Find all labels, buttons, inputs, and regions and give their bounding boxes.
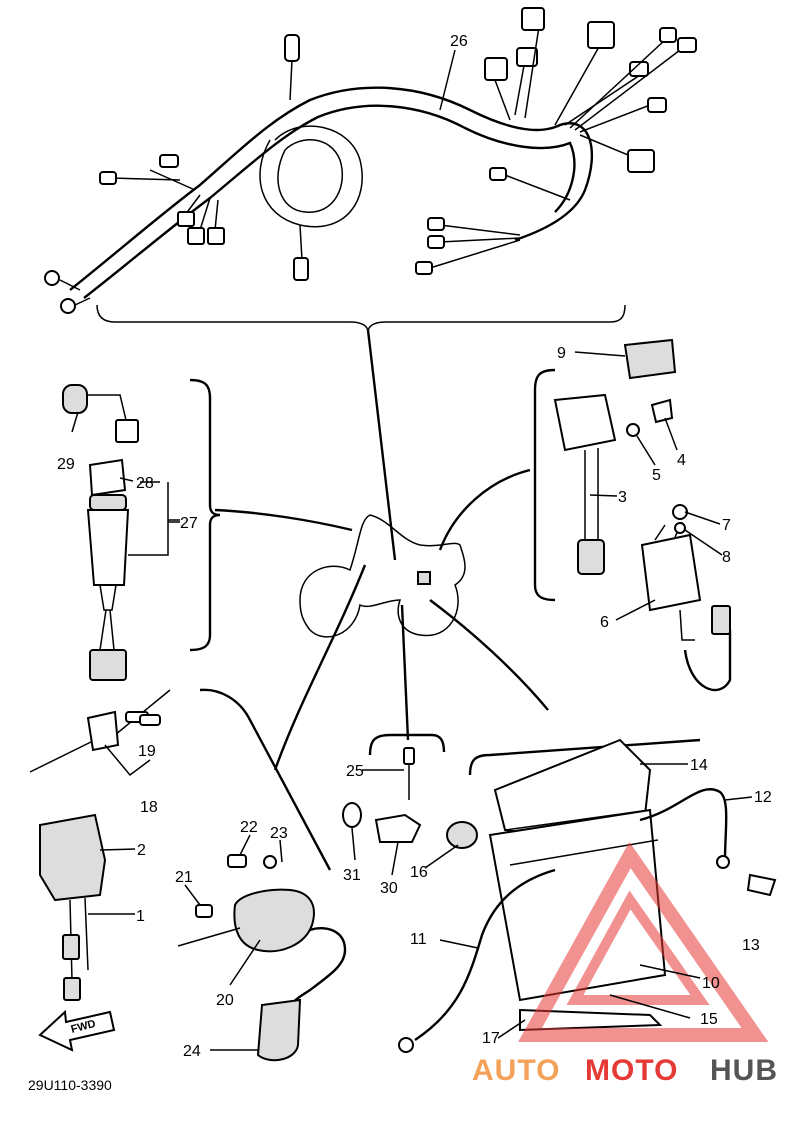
part-label-21: 21 bbox=[175, 869, 193, 886]
part-label-13: 13 bbox=[742, 937, 760, 954]
part-label-1: 1 bbox=[136, 908, 145, 925]
main-switch-group bbox=[62, 378, 221, 681]
sender-group bbox=[342, 733, 478, 849]
part-label-14: 14 bbox=[690, 757, 708, 774]
part-label-18: 18 bbox=[140, 799, 158, 816]
leader-arrows bbox=[214, 329, 549, 771]
reference-code: 29U110-3390 bbox=[28, 1077, 112, 1093]
part-label-5: 5 bbox=[652, 467, 661, 484]
regulator-group bbox=[533, 338, 732, 692]
part-label-31: 31 bbox=[343, 867, 361, 884]
part-label-16: 16 bbox=[410, 864, 428, 881]
part-label-6: 6 bbox=[600, 614, 609, 631]
part-label-15: 15 bbox=[700, 1011, 718, 1028]
part-label-26: 26 bbox=[450, 33, 468, 50]
part-label-30: 30 bbox=[380, 880, 398, 897]
part-label-29: 29 bbox=[57, 456, 75, 473]
part-label-23: 23 bbox=[270, 825, 288, 842]
part-label-10: 10 bbox=[702, 975, 720, 992]
part-label-9: 9 bbox=[557, 345, 566, 362]
part-label-3: 3 bbox=[618, 489, 627, 506]
ignition-coil-group bbox=[177, 688, 347, 1062]
part-label-2: 2 bbox=[137, 842, 146, 859]
relay-group: FWD bbox=[29, 689, 171, 1052]
part-label-28: 28 bbox=[136, 475, 154, 492]
part-label-24: 24 bbox=[183, 1043, 201, 1060]
part-labels: 1 2 3 4 5 6 7 8 9 10 11 12 13 14 15 16 1… bbox=[57, 33, 772, 1060]
part-label-25: 25 bbox=[346, 763, 364, 780]
part-label-20: 20 bbox=[216, 992, 234, 1009]
part-label-8: 8 bbox=[722, 549, 731, 566]
logo-text-auto: AUTO bbox=[472, 1054, 560, 1087]
part-label-12: 12 bbox=[754, 789, 772, 806]
callout-lines bbox=[71, 49, 753, 1051]
part-label-4: 4 bbox=[677, 452, 686, 469]
logo-text-moto: MOTO bbox=[585, 1054, 678, 1087]
part-label-19: 19 bbox=[138, 743, 156, 760]
wire-harness bbox=[44, 7, 697, 333]
automotohub-logo: AUTO MOTO HUB bbox=[472, 841, 778, 1087]
motorcycle-silhouette bbox=[299, 514, 466, 638]
part-label-22: 22 bbox=[240, 819, 258, 836]
part-label-11: 11 bbox=[410, 931, 427, 948]
part-label-7: 7 bbox=[722, 517, 731, 534]
battery-group bbox=[398, 738, 777, 1053]
part-label-27: 27 bbox=[180, 515, 198, 532]
part-label-17: 17 bbox=[482, 1030, 500, 1047]
logo-text-hub: HUB bbox=[710, 1054, 778, 1087]
